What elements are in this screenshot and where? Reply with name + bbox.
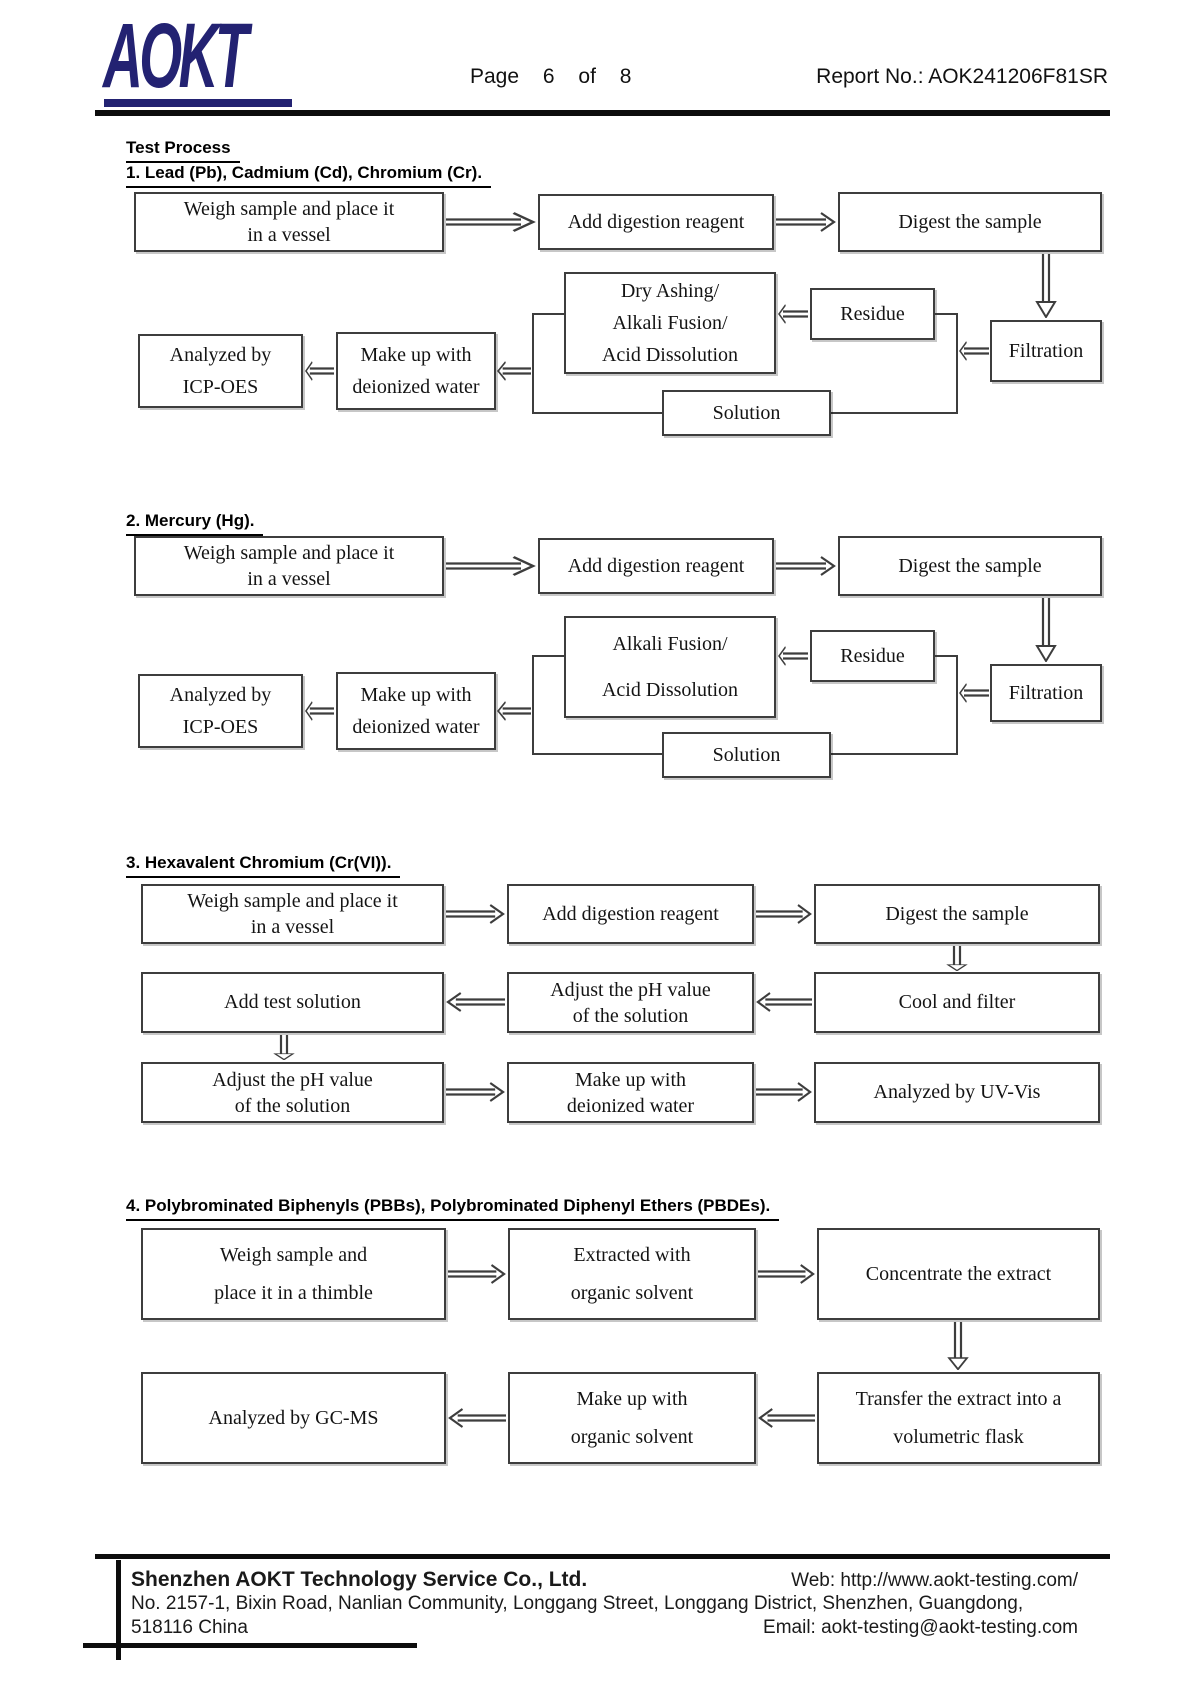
arrow-down-icon bbox=[1035, 598, 1057, 662]
connector-line bbox=[532, 655, 566, 657]
flow3-box-cool-filter: Cool and filter bbox=[814, 972, 1100, 1033]
arrow-left-icon bbox=[959, 682, 989, 704]
connector-line bbox=[831, 412, 958, 414]
connector-line bbox=[956, 655, 958, 755]
flow3-box-add-reagent: Add digestion reagent bbox=[507, 884, 754, 944]
footer-email: Email: aokt-testing@aokt-testing.com bbox=[763, 1617, 1078, 1638]
footer-rule bbox=[95, 1554, 1110, 1559]
arrow-left-icon bbox=[756, 991, 812, 1013]
section3-title: 3. Hexavalent Chromium (Cr(VI)). bbox=[126, 853, 401, 878]
arrow-right-icon bbox=[446, 555, 535, 577]
arrow-left-icon bbox=[305, 360, 334, 382]
connector-line bbox=[831, 753, 958, 755]
footer-city: 518116 China bbox=[131, 1617, 248, 1638]
flow1-box-filtration: Filtration bbox=[990, 320, 1102, 382]
arrow-down-icon bbox=[273, 1035, 295, 1060]
flow3-box-analyzed-uvvis: Analyzed by UV-Vis bbox=[814, 1062, 1100, 1123]
flow2-box-filtration: Filtration bbox=[990, 664, 1102, 722]
test-process-heading: Test Process bbox=[126, 138, 240, 163]
arrow-down-icon bbox=[1035, 254, 1057, 318]
arrow-right-icon bbox=[446, 211, 535, 233]
connector-line bbox=[956, 313, 958, 414]
report-number-label: Report No.: AOK241206F81SR bbox=[816, 65, 1108, 88]
section2-title: 2. Mercury (Hg). bbox=[126, 511, 264, 536]
footer-bottom-mark bbox=[83, 1643, 417, 1648]
arrow-right-icon bbox=[446, 903, 505, 925]
aokt-logo-text: AOKT bbox=[103, 5, 249, 107]
arrow-down-icon bbox=[947, 1322, 969, 1370]
flow1-box-solution: Solution bbox=[662, 390, 831, 436]
connector-line bbox=[532, 753, 662, 755]
arrow-left-icon bbox=[497, 360, 531, 382]
section1-title: 1. Lead (Pb), Cadmium (Cd), Chromium (Cr… bbox=[126, 163, 492, 188]
flow2-box-residue: Residue bbox=[810, 630, 935, 682]
flow1-box-residue: Residue bbox=[810, 288, 935, 340]
footer-web-link: Web: http://www.aokt-testing.com/ bbox=[791, 1570, 1078, 1591]
arrow-left-icon bbox=[305, 700, 334, 722]
flow4-box-analyzed-gcms: Analyzed by GC-MS bbox=[141, 1372, 446, 1464]
arrow-left-icon bbox=[446, 991, 505, 1013]
flow1-box-add-reagent: Add digestion reagent bbox=[538, 194, 774, 250]
flow3-box-add-test-solution: Add test solution bbox=[141, 972, 444, 1033]
connector-line bbox=[532, 412, 662, 414]
flow4-box-concentrate: Concentrate the extract bbox=[817, 1228, 1100, 1320]
flow2-box-solution: Solution bbox=[662, 732, 831, 778]
page-number-label: Page 6 of 8 bbox=[470, 65, 632, 88]
connector-line bbox=[532, 313, 534, 414]
connector-line bbox=[532, 313, 566, 315]
arrow-left-icon bbox=[448, 1407, 506, 1429]
flow1-box-dry-ashing: Dry Ashing/Alkali Fusion/Acid Dissolutio… bbox=[564, 272, 776, 374]
arrow-down-icon bbox=[946, 946, 968, 971]
connector-line bbox=[532, 655, 534, 755]
flow2-box-digest: Digest the sample bbox=[838, 536, 1102, 596]
arrow-left-icon bbox=[758, 1407, 815, 1429]
arrow-left-icon bbox=[778, 303, 808, 325]
section4-title: 4. Polybrominated Biphenyls (PBBs), Poly… bbox=[126, 1196, 780, 1221]
arrow-right-icon bbox=[776, 555, 836, 577]
logo-underline-bar bbox=[104, 99, 292, 107]
connector-line bbox=[935, 655, 957, 657]
flow3-box-digest: Digest the sample bbox=[814, 884, 1100, 944]
flow1-box-digest: Digest the sample bbox=[838, 192, 1102, 252]
aokt-logo: AOKT bbox=[103, 5, 293, 107]
arrow-right-icon bbox=[776, 211, 836, 233]
footer-company-name: Shenzhen AOKT Technology Service Co., Lt… bbox=[131, 1568, 588, 1591]
arrow-right-icon bbox=[756, 903, 812, 925]
arrow-left-icon bbox=[497, 700, 531, 722]
arrow-right-icon bbox=[756, 1081, 812, 1103]
flow2-box-alkali-fusion: Alkali Fusion/Acid Dissolution bbox=[564, 616, 776, 718]
footer-vertical-mark bbox=[116, 1560, 121, 1660]
header-rule bbox=[95, 110, 1110, 116]
arrow-left-icon bbox=[959, 340, 989, 362]
arrow-right-icon bbox=[446, 1081, 505, 1103]
arrow-right-icon bbox=[448, 1263, 506, 1285]
connector-line bbox=[935, 313, 957, 315]
arrow-right-icon bbox=[758, 1263, 815, 1285]
arrow-left-icon bbox=[778, 645, 808, 667]
footer-address: No. 2157-1, Bixin Road, Nanlian Communit… bbox=[131, 1593, 1024, 1614]
flow2-box-add-reagent: Add digestion reagent bbox=[538, 538, 774, 594]
